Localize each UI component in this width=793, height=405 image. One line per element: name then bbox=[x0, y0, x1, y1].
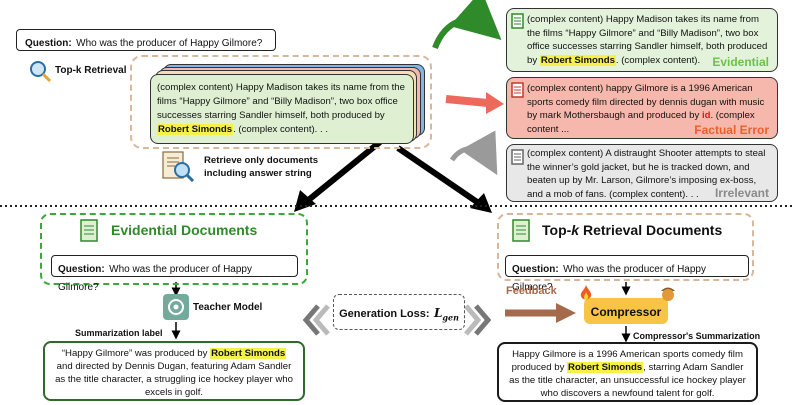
topk-documents-title: Top-k Retrieval Documents bbox=[542, 222, 723, 238]
loss-symbol: Lgen bbox=[433, 306, 459, 323]
topk-retrieval-label: Top-k Retrieval bbox=[55, 65, 127, 76]
right-chevrons-icon bbox=[464, 304, 492, 336]
factual-error-arrow bbox=[445, 95, 489, 107]
magnifier-icon bbox=[29, 60, 52, 83]
to-left-arrow bbox=[304, 139, 382, 205]
generation-loss-box: Generation Loss: Lgen bbox=[333, 294, 465, 330]
question-label: Question: bbox=[25, 38, 72, 49]
question-box-left: Question: Who was the producer of Happy … bbox=[51, 255, 298, 293]
evidential-arrow bbox=[432, 0, 502, 50]
left-chevrons-icon bbox=[302, 304, 330, 336]
to-right-arrow bbox=[396, 145, 482, 207]
question-text: Who was the producer of Happy Gilmore? bbox=[76, 38, 263, 49]
document-icon bbox=[511, 82, 524, 98]
document-icon bbox=[80, 219, 100, 243]
document-icon bbox=[511, 149, 524, 165]
teacher-summary-box: “Happy Gilmore” was produced by Robert S… bbox=[43, 341, 305, 401]
question-box-right: Question: Who was the producer of Happy … bbox=[505, 255, 749, 293]
evidential-doc: (complex content) Happy Madison takes it… bbox=[506, 8, 778, 72]
retrieved-docs-container bbox=[130, 55, 432, 149]
factual-error-tag: Factual Error bbox=[694, 123, 769, 137]
teacher-model-icon bbox=[163, 294, 189, 320]
compressor-summary-box: Happy Gilmore is a 1996 American sports … bbox=[497, 342, 758, 402]
evidential-documents-panel bbox=[40, 213, 308, 285]
question-box-top: Question: Who was the producer of Happy … bbox=[16, 29, 276, 51]
irrelevant-arrow bbox=[449, 130, 498, 176]
document-icon bbox=[511, 13, 524, 29]
acorn-icon bbox=[659, 284, 677, 302]
compressor-box: Compressor bbox=[584, 298, 668, 324]
retrieve-only-label: Retrieve only documents including answer… bbox=[204, 155, 319, 179]
topk-documents-panel bbox=[497, 213, 754, 281]
summarization-label: Summarization label bbox=[75, 328, 163, 338]
generation-loss-label: Generation Loss: bbox=[339, 308, 430, 320]
evidential-tag: Evidential bbox=[712, 55, 769, 69]
teacher-model-label: Teacher Model bbox=[193, 302, 263, 313]
irrelevant-tag: Irrelevant bbox=[714, 186, 769, 200]
retrieved-doc-front: (complex content) Happy Madison takes it… bbox=[150, 74, 414, 144]
document-icon bbox=[512, 219, 532, 243]
irrelevant-doc: (complex content) A distraught Shooter a… bbox=[506, 144, 778, 202]
document-search-icon bbox=[161, 150, 195, 183]
fire-icon bbox=[578, 284, 594, 302]
compressor-summarization-label: Compressor's Summarization bbox=[633, 331, 761, 341]
feedback-label: Feedback bbox=[506, 285, 557, 297]
evidential-documents-title: Evidential Documents bbox=[111, 222, 258, 238]
factual-error-doc: (complex content) happy Gilmore is a 199… bbox=[506, 77, 778, 139]
